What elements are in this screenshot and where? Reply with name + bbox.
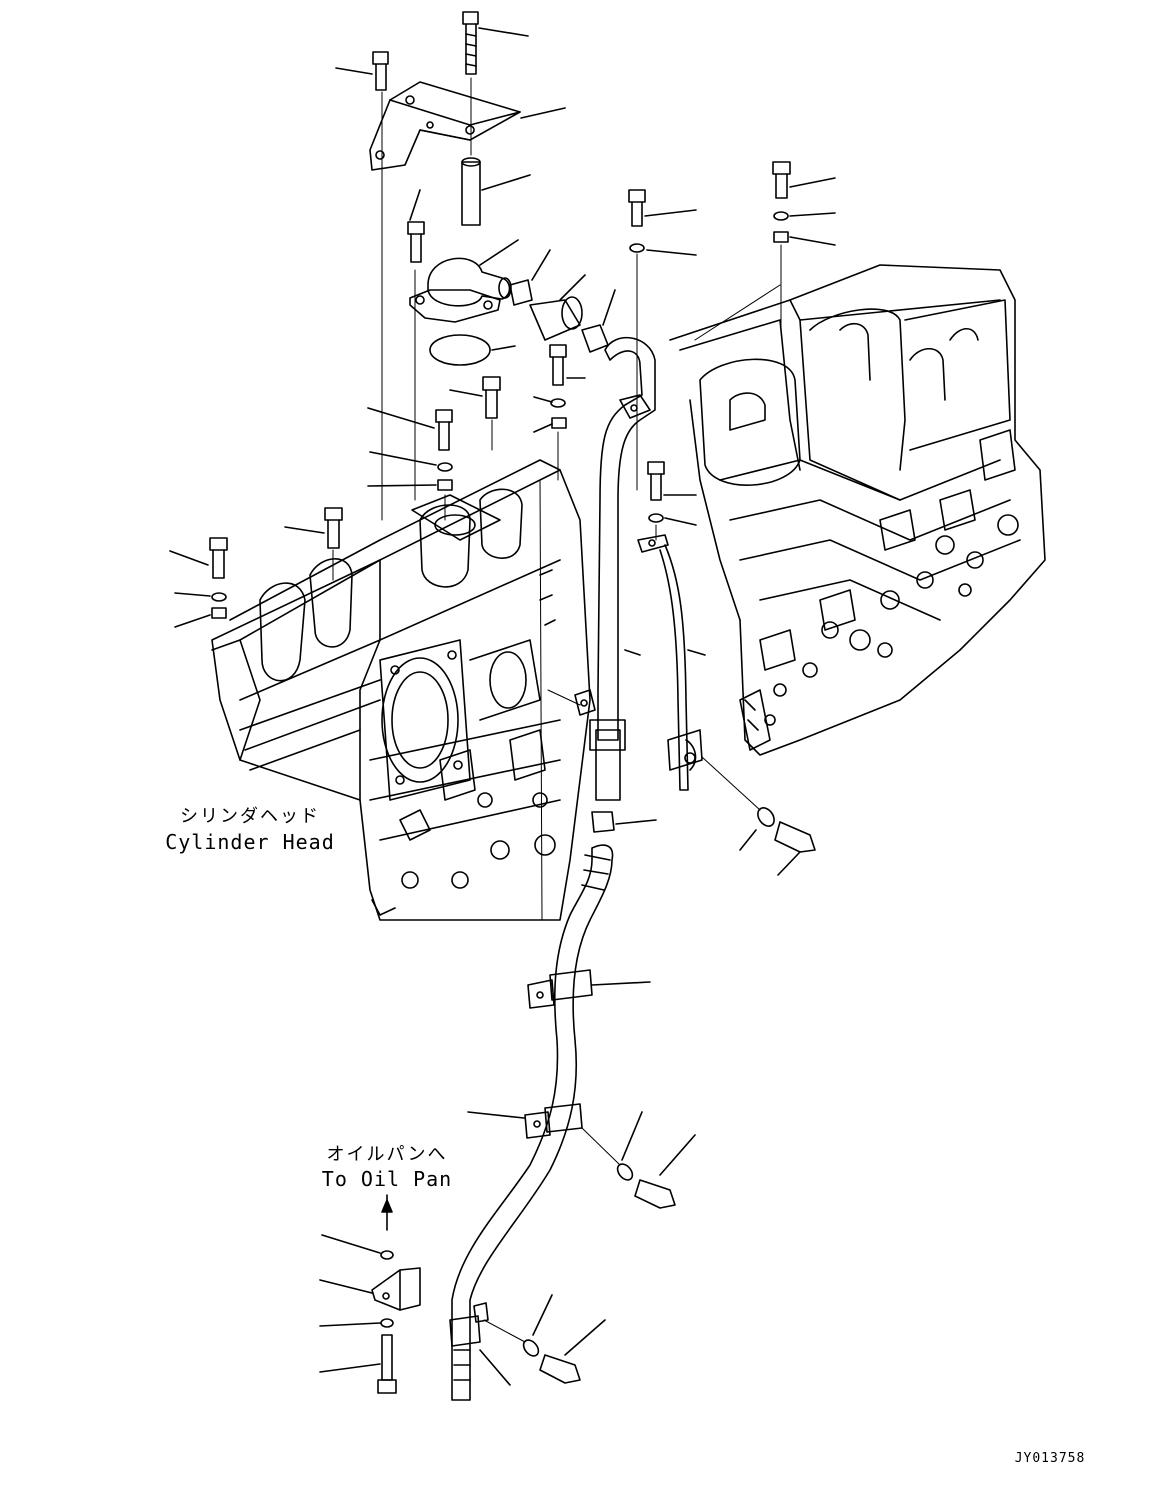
fasteners — [169, 161, 836, 921]
drawing-code: JY013758 — [1015, 1451, 1086, 1466]
pipe-connector — [591, 811, 657, 833]
cylinder-head-label-jp: シリンダヘッド — [180, 806, 320, 827]
breather-pipe-upper — [547, 336, 656, 801]
breather-hose-lower — [449, 844, 696, 1401]
cylinder-head-label-en: Cylinder Head — [165, 830, 335, 854]
oil-pan-label-en: To Oil Pan — [322, 1167, 452, 1191]
cylinder-head-left — [211, 459, 591, 921]
breather-cap — [407, 189, 616, 366]
bracket-assembly — [335, 11, 566, 521]
engine-block-right — [669, 264, 1046, 756]
oil-pan-bracket — [319, 1194, 421, 1394]
stay-rod — [637, 534, 816, 876]
oil-pan-label-jp: オイルパンへ — [327, 1144, 448, 1165]
